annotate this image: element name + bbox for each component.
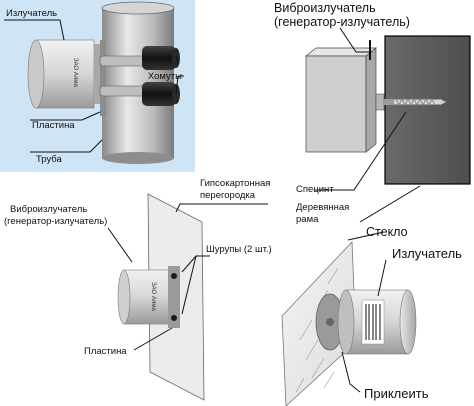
- clamps: [99, 46, 180, 106]
- glass-emitter-label: Излучатель: [392, 246, 462, 261]
- pipe-plate-label: Пластина: [32, 120, 75, 131]
- device-brand-text: ЗАО Алма: [72, 58, 78, 87]
- clamps-label: Хомуты: [148, 71, 182, 82]
- partition-label-line1: Гипсокартонная: [200, 178, 270, 189]
- screw-label: Специнт: [296, 184, 334, 195]
- glass-label: Стекло: [366, 225, 408, 239]
- pipe-label: Труба: [36, 154, 63, 165]
- pipe-mount-plate: [100, 40, 106, 116]
- wall-emitter-label-line1: Виброизлучатель: [274, 1, 376, 15]
- drywall-emitter-label-line2: (генератор-излучатель): [4, 216, 107, 227]
- wall-emitter-label-line2: (генератор-излучатель): [274, 15, 410, 29]
- drywall-screw-bottom: [171, 315, 177, 321]
- special-screw: [384, 97, 446, 107]
- drywall-panel: ЗАО Алма Гипсокартонная перегородка Вибр…: [4, 178, 272, 401]
- wooden-frame-block: [384, 35, 471, 185]
- drywall-screw-top: [171, 273, 177, 279]
- frame-label-line2: рама: [296, 214, 319, 225]
- screws-label: Шурупы (2 шт.): [206, 244, 272, 255]
- drywall-emitter-label-line1: Виброизлучатель: [10, 204, 87, 215]
- pipe-emitter-label: Излучатель: [6, 8, 57, 19]
- glass-panel: Стекло Излучатель Приклеить: [281, 225, 462, 406]
- glue-label: Приклеить: [364, 386, 429, 401]
- drywall-emitter-device: ЗАО Алма: [117, 266, 180, 328]
- frame-label-line1: Деревянная: [296, 202, 349, 213]
- pipe-panel: ЗАО Алма Излучатель Хомуты Пластина Труб…: [0, 0, 195, 172]
- wall-panel: Виброизлучатель (генератор-излучатель) С…: [274, 1, 471, 225]
- drywall-device-brand-text: ЗАО Алма: [150, 282, 156, 311]
- glass-emitter-device: [337, 289, 417, 355]
- partition-label-line2: перегородка: [200, 190, 256, 201]
- drywall-plate-label: Пластина: [84, 346, 127, 357]
- pipe-emitter-device: ЗАО Алма: [27, 39, 106, 109]
- wall-emitter-device: [305, 40, 385, 153]
